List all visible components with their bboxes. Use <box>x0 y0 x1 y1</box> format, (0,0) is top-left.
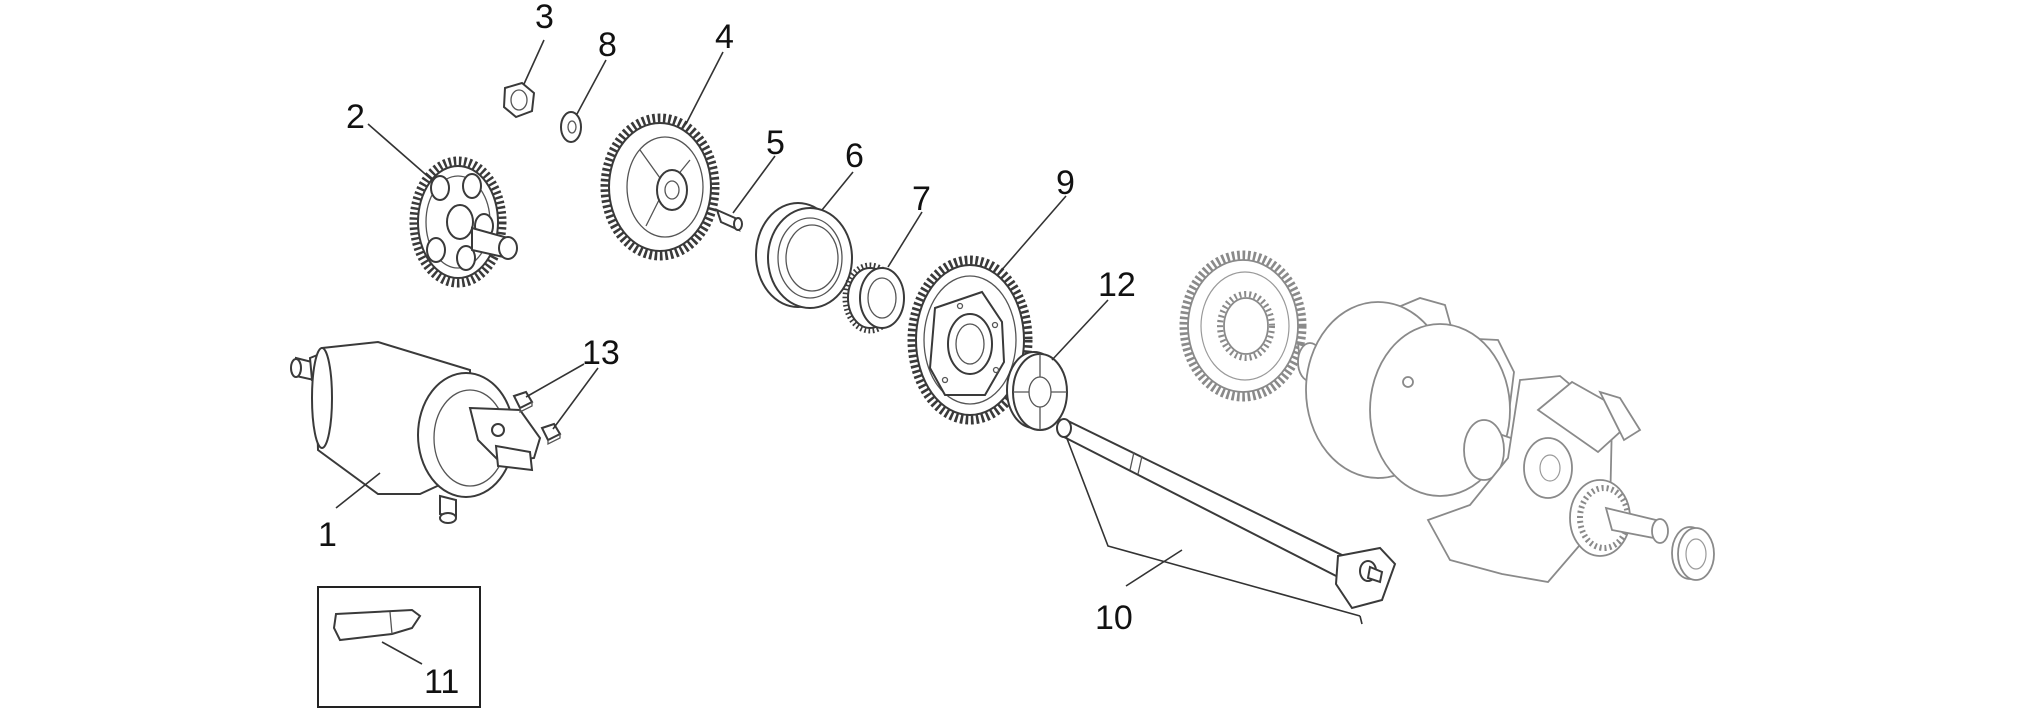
callout-10: 10 <box>1095 599 1133 637</box>
leader-7 <box>887 211 923 268</box>
part-3-nut[interactable] <box>502 81 536 119</box>
part-7-roller-bearing[interactable] <box>842 262 905 334</box>
part-5-pin[interactable] <box>715 208 743 232</box>
callout-1: 1 <box>318 516 337 554</box>
part-1-starter-motor[interactable] <box>290 340 542 524</box>
callout-6: 6 <box>845 137 864 175</box>
inset-frame <box>317 586 481 708</box>
callout-11: 11 <box>424 663 459 701</box>
part-6-bearing-housing[interactable] <box>755 202 853 309</box>
part-9-gear[interactable] <box>907 255 1033 425</box>
leader-13b <box>552 367 599 430</box>
leader-8 <box>576 59 607 115</box>
leader-12 <box>1051 299 1109 361</box>
callout-5: 5 <box>766 124 785 162</box>
part-8-washer[interactable] <box>560 111 582 143</box>
leader-10 <box>1065 435 1363 625</box>
callout-2: 2 <box>346 98 365 136</box>
part-2-idler-gear[interactable] <box>409 156 518 288</box>
callout-7: 7 <box>912 180 931 218</box>
part-12-segmented-washer[interactable] <box>1006 351 1068 431</box>
leader-11 <box>381 641 423 665</box>
part-10-shaft[interactable] <box>1056 418 1397 610</box>
leader-3 <box>523 39 545 85</box>
leader-lines <box>335 39 1363 665</box>
part-11-inset <box>317 586 481 708</box>
crankshaft <box>1296 297 1669 583</box>
leader-6 <box>821 171 854 211</box>
callout-9: 9 <box>1056 164 1075 202</box>
crankshaft-gear <box>1179 250 1307 402</box>
leader-2 <box>367 123 433 181</box>
part-4-gear[interactable] <box>600 113 720 261</box>
callout-8: 8 <box>598 26 617 64</box>
callout-12: 12 <box>1098 266 1136 304</box>
leader-9 <box>999 195 1067 273</box>
part-11-cap[interactable] <box>332 608 422 642</box>
leader-13a <box>525 363 585 398</box>
leader-4 <box>685 51 724 125</box>
callout-3: 3 <box>535 0 554 36</box>
callout-4: 4 <box>715 18 734 56</box>
callout-13: 13 <box>582 334 620 372</box>
leader-5 <box>732 155 776 214</box>
crank-bearing-ring <box>1671 526 1715 581</box>
part-13-plug-b[interactable] <box>540 422 562 446</box>
leader-1 <box>335 472 381 509</box>
